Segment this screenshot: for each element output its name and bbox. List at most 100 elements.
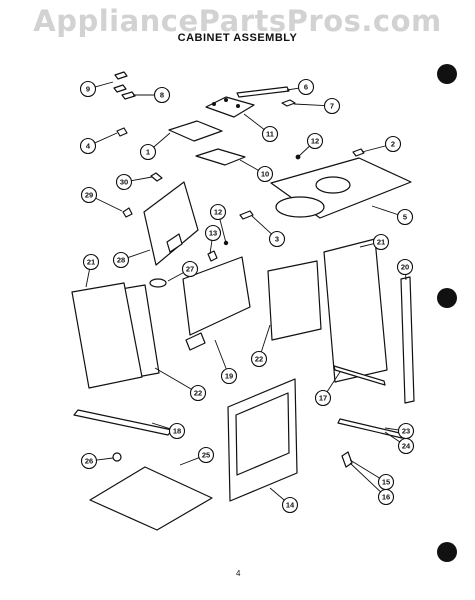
callout-leader-line [153, 132, 171, 148]
part-28-cutout [166, 233, 183, 253]
callout-26: 26 [80, 452, 114, 470]
binder-hole-middle [437, 288, 457, 308]
callout-circle [80, 452, 98, 470]
callout-circle [372, 233, 390, 251]
callout-number: 11 [266, 130, 274, 139]
callout-circle [79, 137, 97, 155]
callout-circle [306, 132, 324, 150]
callout-leader-line [127, 249, 151, 258]
callout-leader-line [95, 197, 123, 212]
callout-circle [377, 488, 395, 506]
callout-29: 29 [80, 186, 123, 212]
part-11-detail-a [212, 102, 216, 106]
callout-number: 5 [403, 213, 407, 222]
part-6-bar [236, 86, 290, 98]
part-7-knob [281, 99, 296, 107]
part-19-tab [185, 332, 206, 351]
part-11-valve-manifold [205, 96, 255, 118]
part-1-bracket-plate [168, 120, 223, 142]
callout-leader-line [326, 371, 341, 392]
callout-number: 7 [330, 102, 334, 111]
callout-leader-line [94, 132, 118, 144]
callout-leader-line [179, 457, 200, 466]
callout-4: 4 [79, 132, 118, 155]
callout-number: 14 [286, 501, 295, 510]
page-number: 4 [236, 569, 241, 578]
callout-circle [323, 97, 341, 115]
callout-7: 7 [293, 97, 341, 115]
callout-19: 19 [214, 339, 238, 385]
callout-18: 18 [151, 422, 186, 440]
callout-leader-line [243, 113, 265, 130]
callout-number: 22 [255, 355, 263, 364]
binder-hole-top [437, 64, 457, 84]
callout-number: 17 [319, 394, 327, 403]
callout-number: 26 [85, 457, 93, 466]
part-28-side-panel [143, 181, 199, 266]
part-21-side-panel-right [323, 238, 388, 383]
callout-number: 21 [377, 238, 385, 247]
callout-circle [112, 251, 130, 269]
callout-circle [256, 165, 274, 183]
callout-leader-line [214, 339, 227, 370]
cooktop-well-front [275, 196, 325, 218]
callout-number: 10 [261, 170, 269, 179]
callout-25: 25 [179, 446, 215, 466]
part-10-bracket [195, 148, 246, 166]
callout-number: 9 [86, 85, 90, 94]
callout-circle [297, 78, 315, 96]
callout-circle [115, 173, 133, 191]
callout-leader-line [293, 103, 325, 107]
part-30-screw [150, 172, 163, 182]
callout-8: 8 [133, 86, 171, 104]
callout-circle [168, 422, 186, 440]
part-11-detail-c [236, 104, 240, 108]
callout-leader-line [384, 431, 401, 443]
part-26-leveling-foot [112, 452, 122, 462]
callout-leader-line [239, 159, 259, 171]
part-29-clip [122, 207, 133, 218]
callout-number: 28 [117, 256, 125, 265]
callout-circle [204, 224, 222, 242]
callout-leader-line [349, 459, 380, 479]
callout-leader-line [260, 324, 271, 353]
callout-21: 21 [359, 233, 390, 251]
callout-number: 12 [311, 137, 319, 146]
callout-number: 29 [85, 191, 93, 200]
callout-number: 18 [173, 427, 181, 436]
callout-circle [220, 367, 238, 385]
page-title: CABINET ASSEMBLY [177, 32, 298, 44]
part-21-side-panel-left [71, 282, 143, 389]
callout-circle [314, 389, 332, 407]
callout-leader-line [151, 422, 170, 430]
part-2-hinge [352, 148, 365, 157]
callout-5: 5 [371, 205, 414, 226]
part-8-clip [121, 91, 136, 100]
callout-leader-line [131, 176, 153, 182]
callout-leader-line [251, 215, 272, 235]
callout-leader-line [269, 487, 285, 501]
callout-28: 28 [112, 249, 151, 269]
part-18-front-rail [73, 409, 173, 436]
callout-27: 27 [167, 260, 199, 282]
callout-number: 8 [160, 91, 164, 100]
callout-leader-line [349, 462, 381, 493]
callout-number: 21 [87, 258, 95, 267]
part-14-frame-opening [235, 392, 290, 476]
callout-number: 24 [402, 442, 411, 451]
part-9-clip-upper [114, 71, 128, 80]
callout-leader-line [298, 145, 310, 157]
callout-leader-line [154, 367, 192, 390]
callout-circle [384, 135, 402, 153]
part-4-clip [116, 127, 128, 137]
callout-circle [139, 143, 157, 161]
callout-circle [396, 258, 414, 276]
callout-30: 30 [115, 173, 153, 191]
callout-number: 6 [304, 83, 308, 92]
callout-20: 20 [396, 258, 414, 281]
callout-leader-line [85, 269, 90, 288]
callout-number: 19 [225, 372, 233, 381]
callout-10: 10 [239, 159, 274, 183]
callout-12: 12 [298, 132, 324, 157]
callout-13: 13 [204, 224, 222, 255]
